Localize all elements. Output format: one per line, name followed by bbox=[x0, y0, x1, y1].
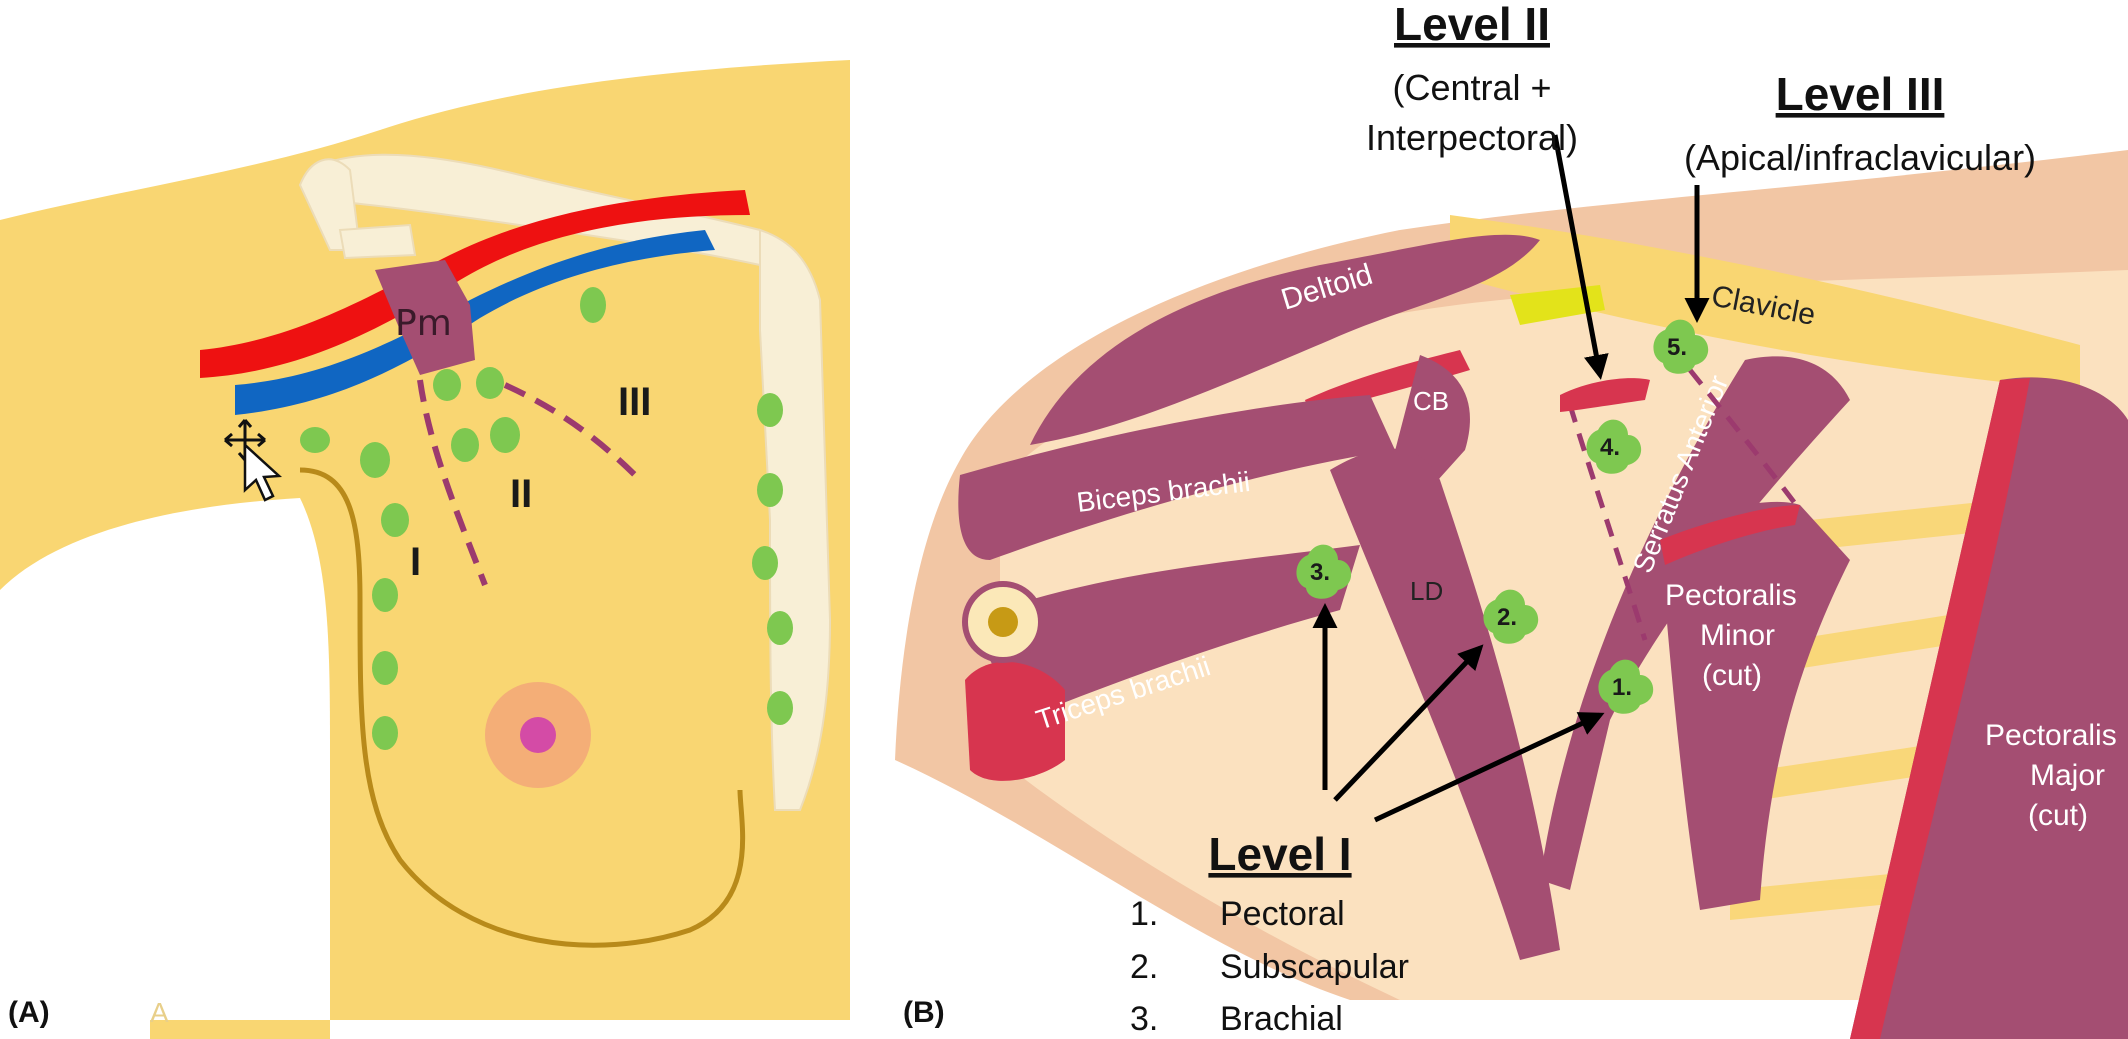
latissimus-dorsi-muscle bbox=[1330, 448, 1560, 960]
pectoralis-minor-cut bbox=[1660, 501, 1850, 910]
arrow-level-ii bbox=[1552, 134, 1609, 380]
pectoralis-minor-panel-a bbox=[375, 260, 475, 375]
arrows bbox=[1312, 134, 1710, 823]
level-i-item-1-num: 1. bbox=[1130, 895, 1158, 933]
level-i-item-3-label: Brachial bbox=[1220, 1000, 1343, 1038]
panel-a-lymph-nodes bbox=[300, 287, 793, 750]
clavicle-b bbox=[1450, 215, 2080, 390]
level-iii-sub: (Apical/infraclavicular) bbox=[1684, 137, 2036, 178]
node-5-label: 5. bbox=[1667, 334, 1687, 361]
pec-minor-cut-edge bbox=[1660, 505, 1800, 565]
level-i-item-2-label: Subscapular bbox=[1220, 948, 1409, 986]
pm-label: Pm bbox=[395, 303, 452, 344]
cb-label: CB bbox=[1413, 386, 1449, 416]
acromion-bone bbox=[298, 158, 362, 251]
pectoralis-major-cut bbox=[1850, 377, 2128, 1039]
breast-outline bbox=[299, 467, 746, 948]
level-i-label: I bbox=[410, 540, 421, 584]
boundary-dash-2 bbox=[503, 382, 643, 483]
node-5: 5. bbox=[1653, 319, 1709, 374]
interpectoral-patch bbox=[1560, 378, 1650, 412]
node-4-label: 4. bbox=[1600, 434, 1620, 461]
panel-b: Clavicle Deltoid CB Biceps brachii Trice… bbox=[895, 0, 2128, 1039]
level-iii-label: III bbox=[618, 380, 651, 424]
node-4: 4. bbox=[1586, 419, 1642, 474]
panel-a-label: (A) bbox=[8, 996, 50, 1029]
node-1: 1. bbox=[1598, 659, 1654, 714]
pec-major-cut-edge bbox=[1850, 378, 2030, 1039]
level-i-item-2-num: 2. bbox=[1130, 948, 1158, 986]
panel-b-dash-1 bbox=[1567, 404, 1648, 641]
triceps-end bbox=[965, 661, 1065, 781]
level-ii-sub-2: Interpectoral) bbox=[1366, 117, 1578, 158]
panel-a: Pm I II III bbox=[0, 0, 850, 1039]
node-3-label: 3. bbox=[1310, 559, 1330, 586]
panel-b-label: (B) bbox=[903, 996, 945, 1029]
pec-major-line-3: (cut) bbox=[2028, 799, 2088, 832]
level-i-list: 1. Pectoral 2. Subscapular 3. Brachial bbox=[1130, 895, 1409, 1038]
pec-minor-line-3: (cut) bbox=[1702, 659, 1762, 692]
pec-major-line-1: Pectoralis bbox=[1985, 719, 2117, 752]
panel-a-arm bbox=[0, 220, 333, 590]
arrow-node-1 bbox=[1373, 712, 1605, 823]
level-ii-title: Level II bbox=[1394, 0, 1550, 50]
pec-minor-line-1: Pectoralis bbox=[1665, 579, 1797, 612]
level-ii-label: II bbox=[510, 472, 532, 516]
axillary-artery bbox=[200, 190, 750, 378]
pec-minor-line-2: Minor bbox=[1700, 619, 1775, 652]
nipple bbox=[520, 717, 556, 753]
yellow-coracoid bbox=[1510, 285, 1605, 325]
ribs bbox=[1730, 500, 2000, 920]
level-i-title: Level I bbox=[1208, 828, 1351, 880]
ld-label: LD bbox=[1410, 576, 1443, 606]
level-i-item-3-num: 3. bbox=[1130, 1000, 1158, 1038]
serratus-anterior-muscle bbox=[1540, 356, 1850, 890]
level-ii-sub-1: (Central + bbox=[1392, 67, 1551, 108]
panel-b-dash-2 bbox=[1688, 368, 1802, 512]
arrow-node-2 bbox=[1333, 644, 1484, 802]
node-1-label: 1. bbox=[1612, 674, 1632, 701]
deltoid-muscle bbox=[1030, 234, 1540, 445]
pointer-cursor-icon bbox=[243, 442, 283, 502]
level-iii-title: Level III bbox=[1776, 68, 1945, 120]
panel-a-faint-label: A bbox=[150, 997, 169, 1028]
biceps-muscle bbox=[958, 395, 1395, 560]
pec-major-line-2: Major bbox=[2030, 759, 2105, 792]
coracoid-bone bbox=[338, 223, 417, 260]
humerus-inner bbox=[988, 607, 1018, 637]
node-2: 2. bbox=[1483, 589, 1539, 644]
move-cursor-icon bbox=[224, 419, 266, 461]
node-3: 3. bbox=[1296, 544, 1352, 599]
panel-a-armpit-gap bbox=[0, 498, 330, 1039]
boundary-dash-1 bbox=[417, 379, 488, 587]
axillary-vein bbox=[235, 230, 715, 415]
node-2-label: 2. bbox=[1497, 604, 1517, 631]
level-i-item-1-label: Pectoral bbox=[1220, 895, 1345, 933]
triceps-muscle bbox=[970, 545, 1360, 720]
